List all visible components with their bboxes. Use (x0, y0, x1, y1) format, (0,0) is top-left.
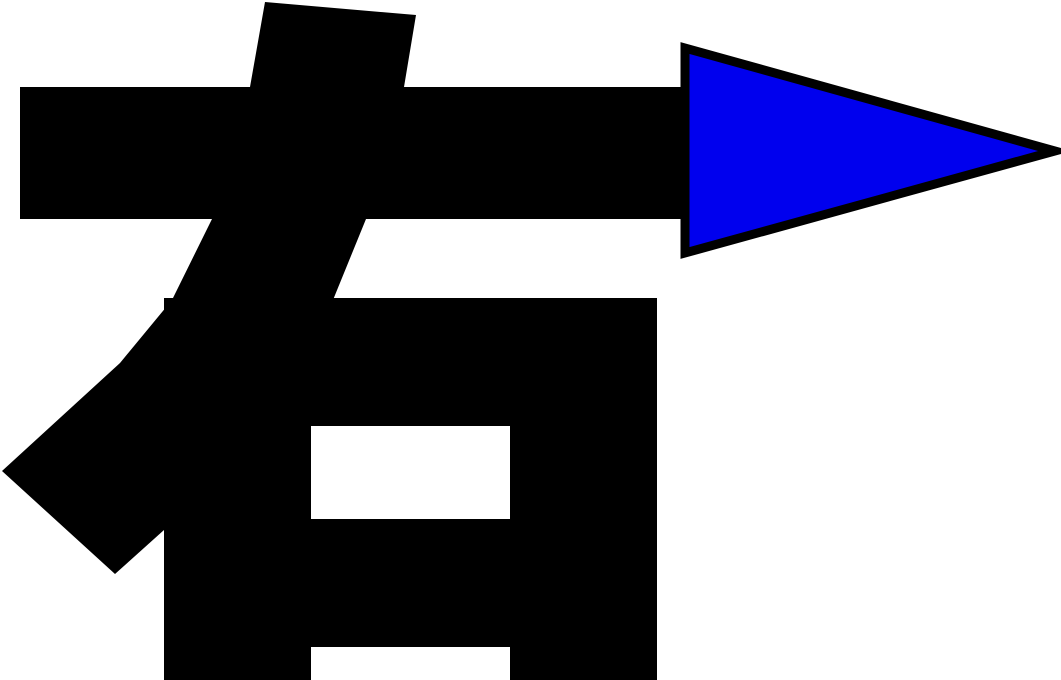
arrow-head-icon (680, 42, 1061, 259)
diagonal-stroke (2, 2, 416, 574)
mouth-box-stroke (164, 298, 657, 680)
kanji-right-glyph (2, 2, 692, 680)
